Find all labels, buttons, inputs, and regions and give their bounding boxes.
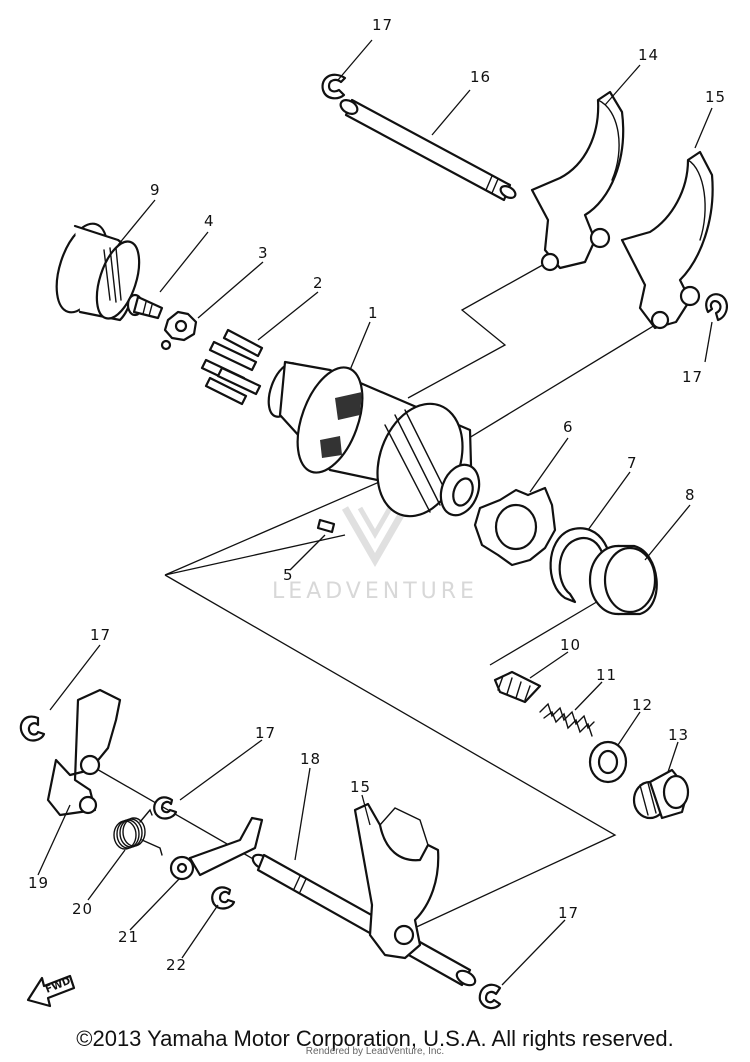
part-8-cap: [588, 544, 658, 616]
part-21-shift-arm: [169, 816, 264, 881]
part-15-shift-fork-upper: [620, 150, 714, 330]
callout-17-bottom: 17: [558, 904, 579, 922]
part-17-circlip-bottom: [478, 983, 502, 1010]
part-19-shift-lever: [46, 688, 122, 817]
part-16-guide-bar: [339, 98, 517, 202]
part-13-bolt: [632, 768, 690, 820]
callout-leaders: [37, 39, 713, 986]
callout-6: 6: [563, 418, 574, 436]
part-17-circlip-right: [705, 293, 728, 322]
callout-13: 13: [668, 726, 689, 744]
part-15-shift-fork-lower: [353, 802, 440, 960]
callout-11: 11: [596, 666, 617, 684]
part-2-pins: [200, 328, 264, 406]
copyright-notice: ©2013 Yamaha Motor Corporation, U.S.A. A…: [76, 1026, 674, 1051]
part-10-spring: [493, 670, 542, 704]
callout-4: 4: [204, 212, 215, 230]
part-17-circlip-mid: [153, 796, 178, 820]
part-12-washer: [588, 740, 628, 784]
callout-8: 8: [685, 486, 696, 504]
part-5-pin: [316, 518, 336, 534]
watermark: LEADVENTURE: [272, 506, 478, 604]
fwd-arrow: FWD: [26, 974, 76, 1008]
callout-7: 7: [627, 454, 638, 472]
callout-16: 16: [470, 68, 491, 86]
watermark-text: LEADVENTURE: [272, 579, 478, 604]
part-1-shift-cam: [267, 360, 481, 518]
callout-19: 19: [28, 874, 49, 892]
callout-5: 5: [283, 566, 294, 584]
part-22-circlip: [211, 886, 236, 910]
callout-22: 22: [166, 956, 187, 974]
callout-9: 9: [150, 181, 161, 199]
part-3-segment: [160, 310, 198, 351]
callout-3: 3: [258, 244, 269, 262]
callout-10: 10: [560, 636, 581, 654]
callout-15-lower: 15: [350, 778, 371, 796]
part-20-torsion-spring: [113, 808, 163, 856]
callout-numbers: 17 16 14 15 9 4 3 2 1 17 6 7 8 5 10 11 1…: [28, 16, 726, 974]
callout-2: 2: [313, 274, 324, 292]
callout-1: 1: [368, 304, 379, 322]
part-6-stopper-plate: [473, 486, 557, 567]
callout-17-mid: 17: [255, 724, 276, 742]
part-17-circlip-left: [19, 715, 46, 742]
part-17-circlip-top: [321, 73, 347, 100]
part-4-screw: [126, 293, 164, 320]
part-9-bearing: [55, 222, 141, 322]
part-11-spring: [539, 702, 595, 737]
callout-20: 20: [72, 900, 93, 918]
callout-17-left: 17: [90, 626, 111, 644]
callout-21: 21: [118, 928, 139, 946]
callout-14: 14: [638, 46, 659, 64]
part-14-shift-fork: [530, 90, 625, 272]
callout-17: 17: [372, 16, 393, 34]
part-18-guide-bar: [251, 853, 477, 987]
callout-15: 15: [705, 88, 726, 106]
callout-18: 18: [300, 750, 321, 768]
callout-17-right: 17: [682, 368, 703, 386]
callout-12: 12: [632, 696, 653, 714]
rendered-by-note: Rendered by LeadVenture, Inc.: [305, 1046, 445, 1057]
